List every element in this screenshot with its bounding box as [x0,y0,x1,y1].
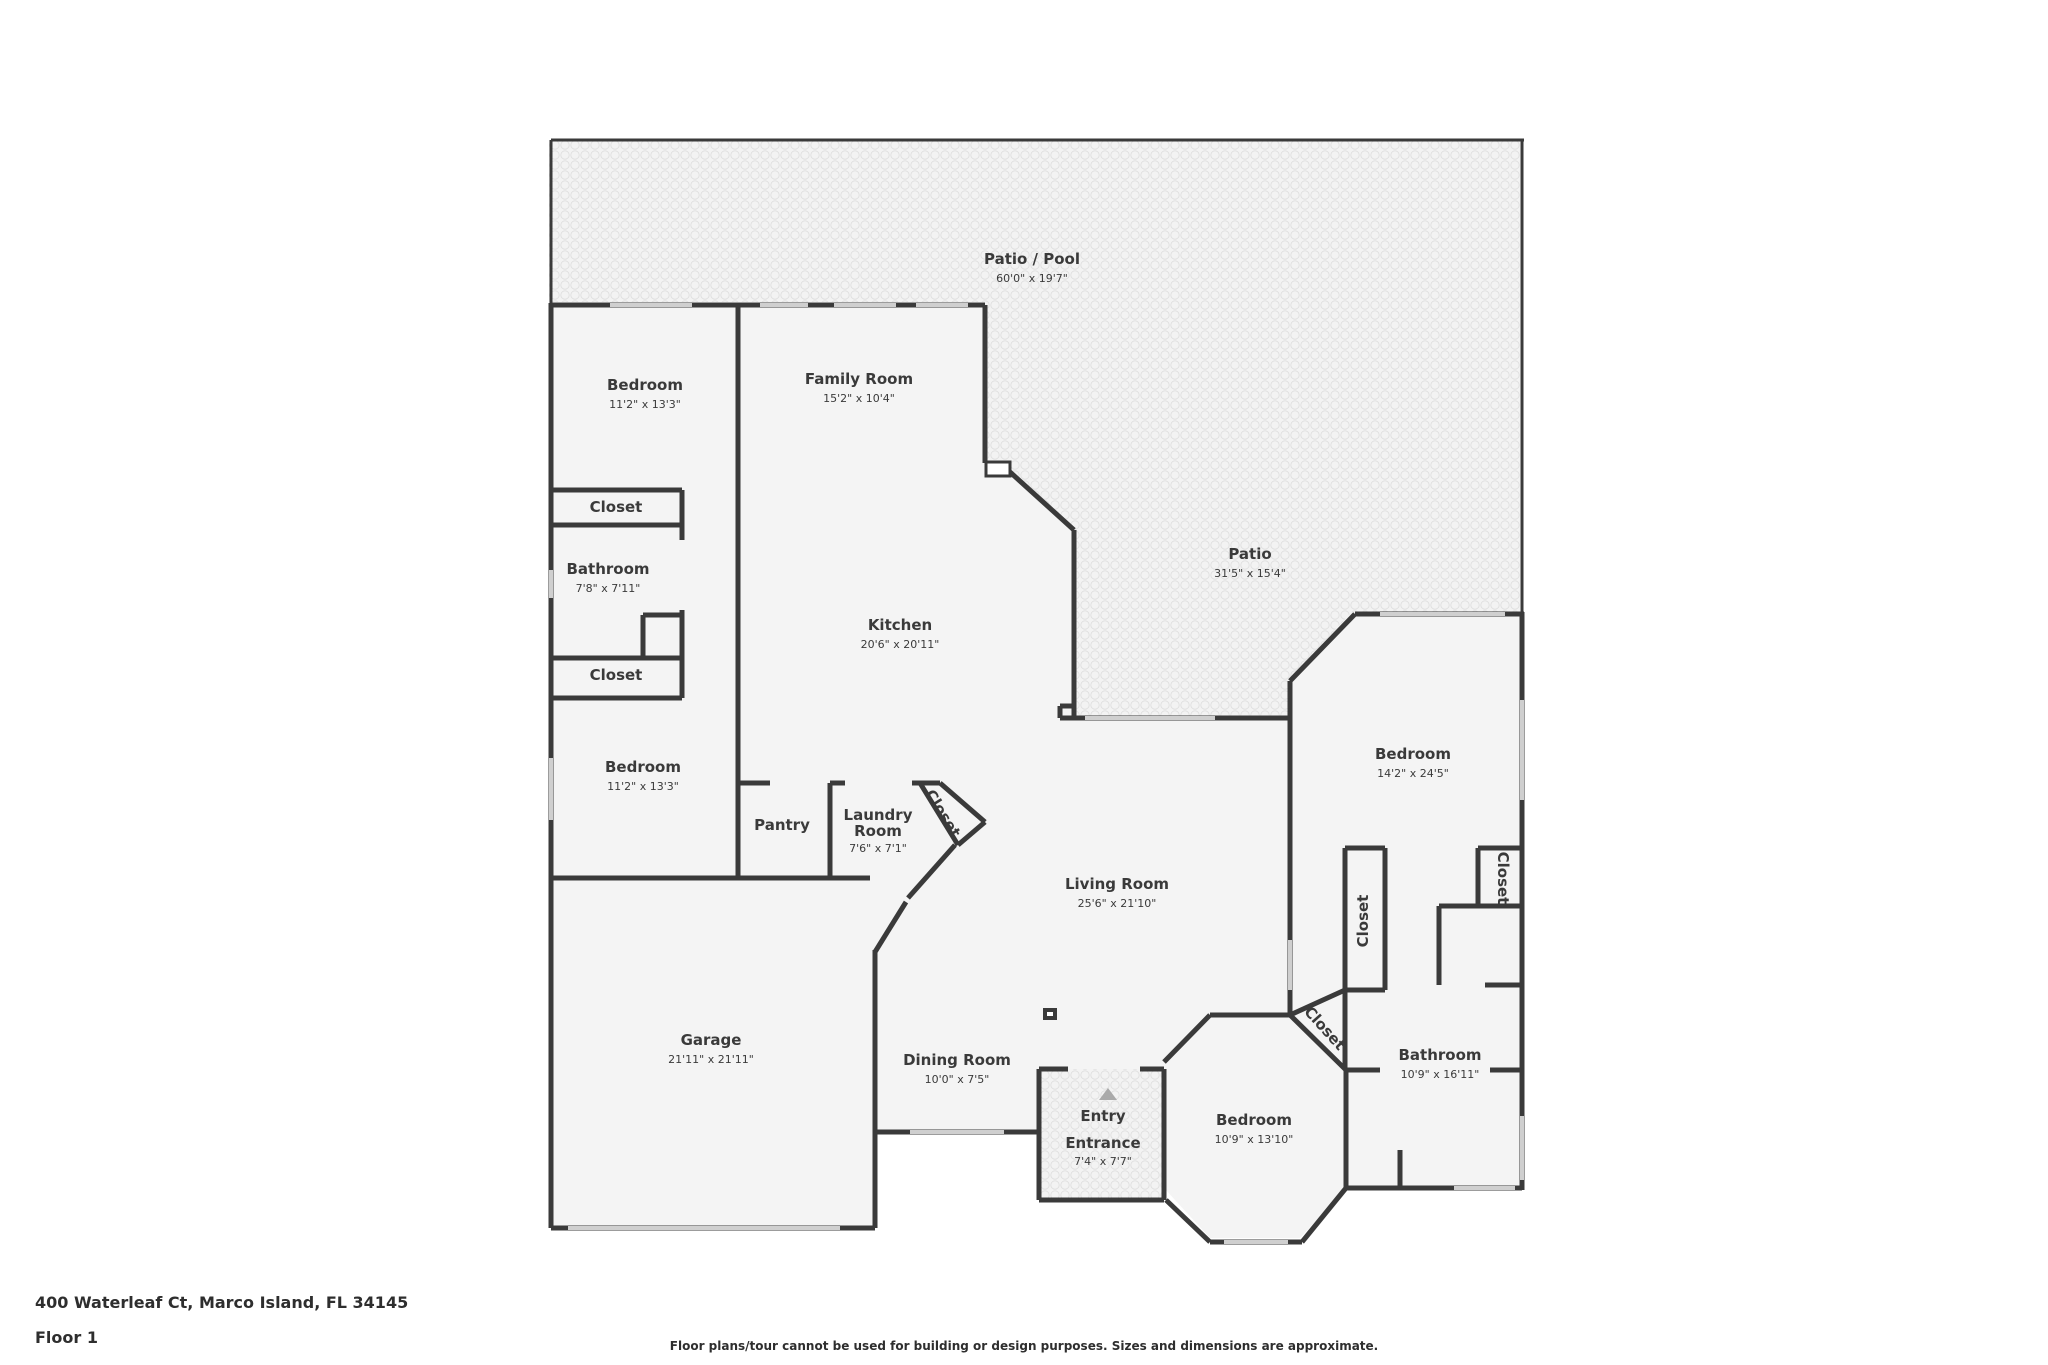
label-bathroom-w: Bathroom 7'8" x 7'11" [566,560,649,595]
label-kitchen: Kitchen 20'6" x 20'11" [861,616,940,651]
svg-text:7'4" x 7'7": 7'4" x 7'7" [1074,1155,1132,1168]
label-bedroom-s: Bedroom 10'9" x 13'10" [1215,1111,1294,1146]
label-closet-e2: Closet [1354,895,1372,948]
label-closet-e1: Closet [1494,852,1512,905]
svg-text:10'9" x 16'11": 10'9" x 16'11" [1401,1068,1480,1081]
svg-text:10'9" x 13'10": 10'9" x 13'10" [1215,1133,1294,1146]
label-bedroom-w: Bedroom 11'2" x 13'3" [605,758,681,793]
fireplace [984,460,1012,478]
label-patio-pool: Patio / Pool 60'0" x 19'7" [984,250,1080,285]
svg-text:Dining Room: Dining Room [903,1051,1011,1069]
svg-text:Family Room: Family Room [805,370,913,388]
svg-text:7'6" x 7'1": 7'6" x 7'1" [849,842,907,855]
svg-text:Room: Room [854,822,902,840]
svg-text:21'11" x 21'11": 21'11" x 21'11" [668,1053,754,1066]
svg-text:Living Room: Living Room [1065,875,1169,893]
floor-label: Floor 1 [35,1328,98,1347]
svg-text:Bedroom: Bedroom [1216,1111,1292,1129]
svg-text:11'2" x 13'3": 11'2" x 13'3" [607,780,679,793]
property-address: 400 Waterleaf Ct, Marco Island, FL 34145 [35,1293,409,1312]
svg-text:Bathroom: Bathroom [1398,1046,1481,1064]
label-entrance: Entrance 7'4" x 7'7" [1065,1134,1140,1168]
svg-text:11'2" x 13'3": 11'2" x 13'3" [609,398,681,411]
label-bedroom-e: Bedroom 14'2" x 24'5" [1375,745,1451,780]
label-laundry: Laundry Room 7'6" x 7'1" [844,806,913,855]
label-entry: Entry [1080,1107,1125,1125]
label-family-room: Family Room 15'2" x 10'4" [805,370,913,405]
interior-floor [551,303,1520,1238]
svg-text:Garage: Garage [681,1031,742,1049]
patio-pool-lower-floor [985,302,1520,463]
windows [549,303,1524,1244]
label-bathroom-e: Bathroom 10'9" x 16'11" [1398,1046,1481,1081]
svg-text:10'0" x 7'5": 10'0" x 7'5" [925,1073,990,1086]
svg-text:31'5" x 15'4": 31'5" x 15'4" [1214,567,1286,580]
svg-text:20'6" x 20'11": 20'6" x 20'11" [861,638,940,651]
svg-text:Bedroom: Bedroom [607,376,683,394]
svg-text:14'2" x 24'5": 14'2" x 24'5" [1377,767,1449,780]
disclaimer: Floor plans/tour cannot be used for buil… [669,1339,1379,1353]
patio-floor [1000,463,1520,716]
svg-text:Entrance: Entrance [1065,1134,1140,1152]
label-closet-2: Closet [590,666,643,684]
svg-text:15'2" x 10'4": 15'2" x 10'4" [823,392,895,405]
column-inner [1047,1012,1053,1016]
svg-text:Patio / Pool: Patio / Pool [984,250,1080,268]
patio-pool-floor [549,140,1520,302]
svg-text:25'6" x 21'10": 25'6" x 21'10" [1078,897,1157,910]
svg-text:Laundry: Laundry [844,806,913,824]
entrance-floor [1039,1069,1162,1198]
svg-text:Bathroom: Bathroom [566,560,649,578]
svg-text:Bedroom: Bedroom [605,758,681,776]
label-dining-room: Dining Room 10'0" x 7'5" [903,1051,1011,1086]
label-patio: Patio 31'5" x 15'4" [1214,545,1286,580]
svg-text:7'8" x 7'11": 7'8" x 7'11" [576,582,641,595]
label-garage: Garage 21'11" x 21'11" [668,1031,754,1066]
label-pantry: Pantry [754,816,810,834]
svg-text:Kitchen: Kitchen [868,616,932,634]
entry-arrow-icon [1099,1088,1117,1100]
label-closet-1: Closet [590,498,643,516]
label-bedroom-nw: Bedroom 11'2" x 13'3" [607,376,683,411]
svg-text:Bedroom: Bedroom [1375,745,1451,763]
label-living-room: Living Room 25'6" x 21'10" [1065,875,1169,910]
svg-text:Patio: Patio [1228,545,1271,563]
svg-text:60'0" x 19'7": 60'0" x 19'7" [996,272,1068,285]
